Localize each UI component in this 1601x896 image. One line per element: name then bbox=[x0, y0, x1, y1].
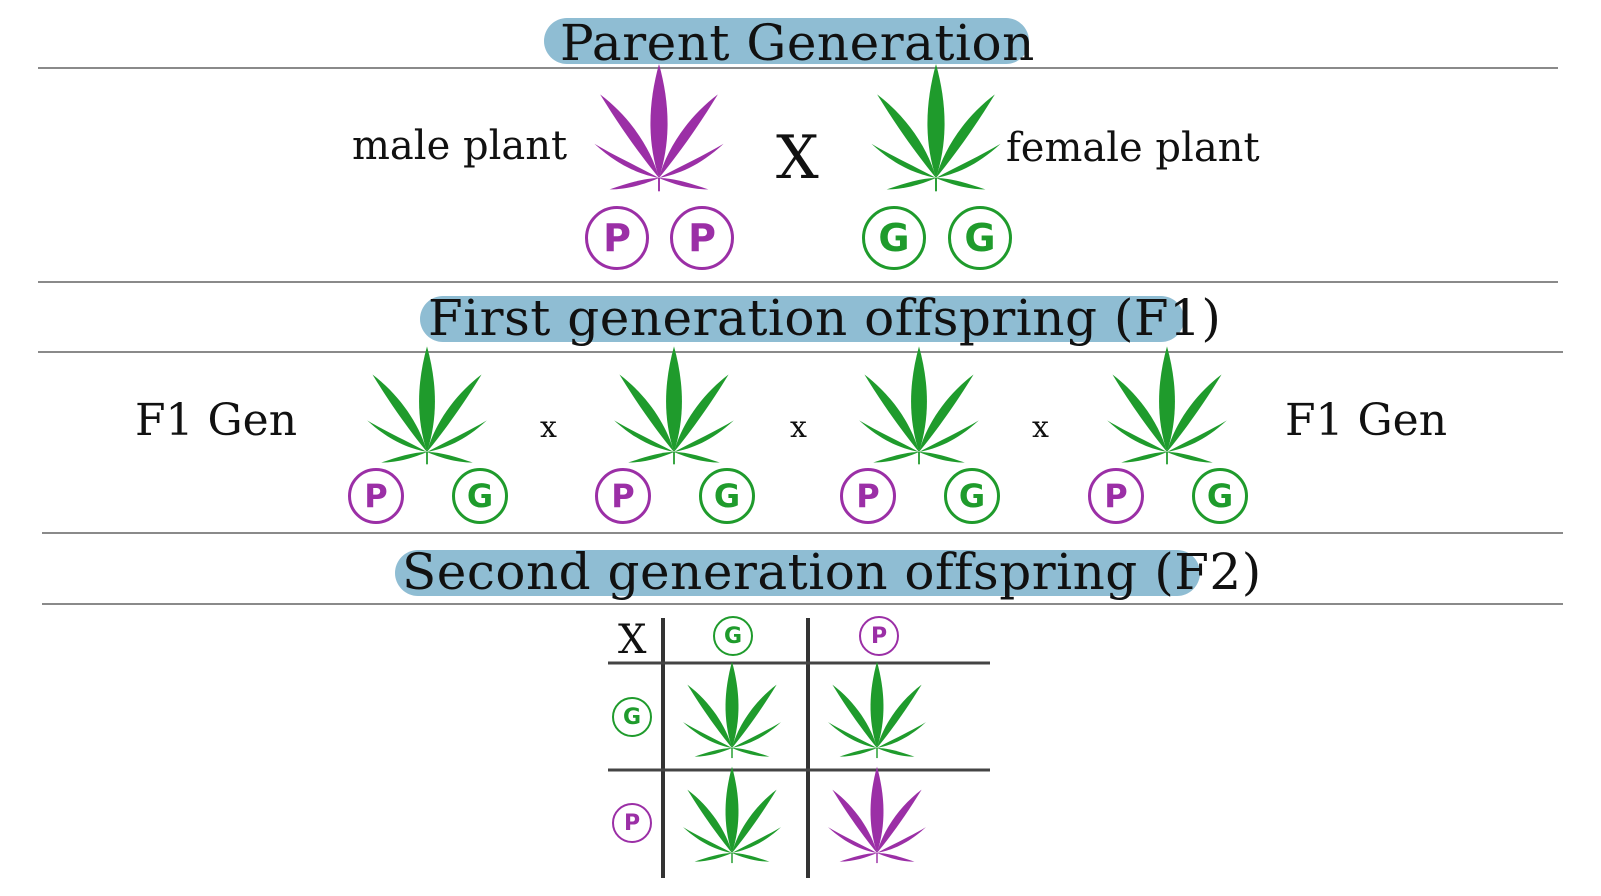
f1-gen-label-right: F1 Gen bbox=[1285, 395, 1448, 446]
f1-cross-symbol: x bbox=[1032, 410, 1049, 445]
allele-G-icon: G bbox=[944, 468, 1000, 524]
allele-G-icon: G bbox=[948, 206, 1012, 270]
punnett-cell-plant-leaf-icon bbox=[828, 661, 926, 759]
punnett-column-header-P-icon: P bbox=[859, 616, 899, 656]
heading-highlight-f1 bbox=[420, 296, 1184, 342]
allele-P-icon: P bbox=[348, 468, 404, 524]
f1-cross-symbol: x bbox=[790, 410, 807, 445]
f1-plant-leaf-icon bbox=[367, 346, 487, 465]
allele-G-icon: G bbox=[1192, 468, 1248, 524]
heading-highlight-f2 bbox=[395, 550, 1200, 596]
punnett-cell-plant-leaf-icon bbox=[683, 766, 781, 864]
heading-second-generation: Second generation offspring (F2) bbox=[402, 543, 1262, 601]
punnett-row-header-P-icon: P bbox=[612, 803, 652, 843]
f1-plant-leaf-icon bbox=[1107, 346, 1227, 465]
allele-P-icon: P bbox=[585, 206, 649, 270]
f1-gen-label-left: F1 Gen bbox=[135, 395, 298, 446]
punnett-cell-plant-leaf-icon bbox=[683, 661, 781, 759]
allele-G-icon: G bbox=[699, 468, 755, 524]
f1-plant-leaf-icon bbox=[614, 346, 734, 465]
punnett-row-header-G-icon: G bbox=[612, 697, 652, 737]
allele-P-icon: P bbox=[1088, 468, 1144, 524]
punnett-cell-plant-leaf-icon bbox=[828, 766, 926, 864]
male-plant-label: male plant bbox=[352, 123, 568, 169]
allele-G-icon: G bbox=[862, 206, 926, 270]
f1-cross-symbol: x bbox=[540, 410, 557, 445]
female-plant-label: female plant bbox=[1006, 125, 1260, 171]
female-plant-leaf-icon bbox=[871, 63, 1001, 192]
male-plant-leaf-icon bbox=[594, 63, 724, 192]
allele-P-icon: P bbox=[595, 468, 651, 524]
heading-parent-generation: Parent Generation bbox=[560, 14, 1035, 72]
parent-cross-symbol: X bbox=[776, 123, 819, 193]
allele-P-icon: P bbox=[670, 206, 734, 270]
heading-highlight-parent bbox=[544, 18, 1029, 64]
allele-G-icon: G bbox=[452, 468, 508, 524]
heading-first-generation: First generation offspring (F1) bbox=[428, 289, 1222, 347]
punnett-corner-cross: X bbox=[618, 617, 647, 663]
allele-P-icon: P bbox=[840, 468, 896, 524]
f1-plant-leaf-icon bbox=[859, 346, 979, 465]
punnett-column-header-G-icon: G bbox=[713, 616, 753, 656]
